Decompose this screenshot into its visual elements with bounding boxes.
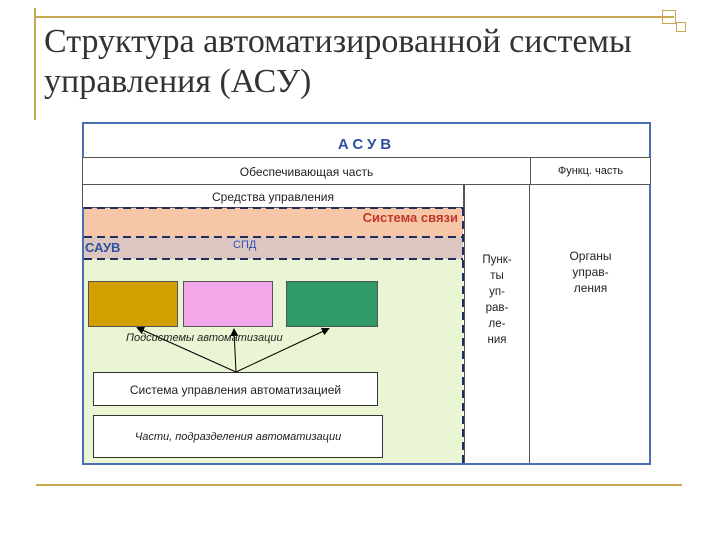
subsystem-block xyxy=(88,281,178,327)
func-part-cell: Функц. часть xyxy=(530,157,651,185)
sauv-label: САУВ xyxy=(85,240,121,255)
points-line: ле- xyxy=(488,318,506,330)
subsystem-block xyxy=(183,281,273,327)
subsystem-block xyxy=(286,281,378,327)
automation-units-box: Части, подразделения автоматизации xyxy=(93,415,383,458)
corner-square-icon xyxy=(662,10,676,24)
organs-line: Органы xyxy=(569,249,612,263)
control-means-cell: Средства управления xyxy=(82,184,464,208)
organs-label: Органы управ- ления xyxy=(530,248,651,296)
top-decor-line xyxy=(34,16,674,18)
diagram-header: АСУВ xyxy=(337,136,396,153)
automation-control-box: Система управления автоматизацией xyxy=(93,372,378,406)
points-line: ты xyxy=(490,270,504,282)
sauv-band xyxy=(84,237,463,259)
control-means-label: Средства управления xyxy=(212,190,334,204)
comm-system-label: Система связи xyxy=(362,210,458,225)
subsystems-label: Подсистемы автоматизации xyxy=(126,332,283,344)
points-line: уп- xyxy=(489,286,505,298)
points-line: ния xyxy=(487,334,507,346)
bottom-decor-line xyxy=(36,484,682,486)
left-decor-line xyxy=(34,8,36,120)
points-line: Пунк- xyxy=(482,254,512,266)
corner-square-icon xyxy=(676,22,686,32)
comm-system-band xyxy=(84,208,463,237)
organs-line: ления xyxy=(573,281,608,295)
points-line: рав- xyxy=(485,302,509,314)
func-part-label: Функц. часть xyxy=(557,165,624,177)
support-part-cell: Обеспечивающая часть xyxy=(82,157,531,185)
organs-line: управ- xyxy=(572,265,609,279)
spd-label: СПД xyxy=(233,239,257,251)
automation-control-label: Система управления автоматизацией xyxy=(129,383,342,397)
support-part-label: Обеспечивающая часть xyxy=(239,165,374,179)
points-label: Пунк- ты уп- рав- ле- ния xyxy=(464,252,530,348)
points-column xyxy=(464,185,530,463)
automation-units-label: Части, подразделения автоматизации xyxy=(134,431,342,443)
page-title: Структура автоматизированной системы упр… xyxy=(44,23,632,100)
